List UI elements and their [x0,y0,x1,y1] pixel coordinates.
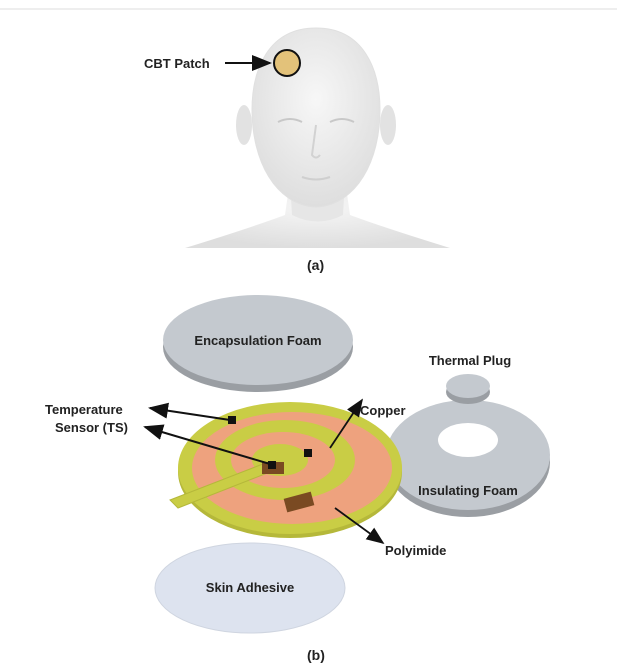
skin-adhesive-layer [154,542,346,634]
encapsulation-foam-layer [163,295,353,392]
insulating-foam-label: Insulating Foam [418,483,518,498]
thermal-plug [446,374,490,404]
temperature-sensor-label-line1: Temperature [45,402,123,417]
copper-arrow [329,398,363,449]
caption-b: (b) [307,647,325,663]
encapsulation-foam-label: Encapsulation Foam [194,333,321,348]
caption-a: (a) [307,257,324,273]
temperature-sensor-outer [228,416,236,424]
temperature-sensor-center [268,461,276,469]
ts-arrow-outer [148,402,231,421]
polyimide-arrow [334,507,385,545]
temperature-sensor-label-line2: Sensor (TS) [55,420,128,435]
temperature-sensor-mid [304,449,312,457]
ts-arrow-center [143,424,271,465]
sensor-circuit-layer [169,402,402,538]
insulating-foam-layer [386,400,550,517]
copper-label: Copper [360,403,406,418]
polyimide-label: Polyimide [385,543,446,558]
thermal-plug-label: Thermal Plug [429,353,511,368]
cbt-patch [273,49,301,77]
cbt-patch-label: CBT Patch [144,56,210,71]
head-illustration [185,27,450,248]
skin-adhesive-label: Skin Adhesive [206,580,294,595]
